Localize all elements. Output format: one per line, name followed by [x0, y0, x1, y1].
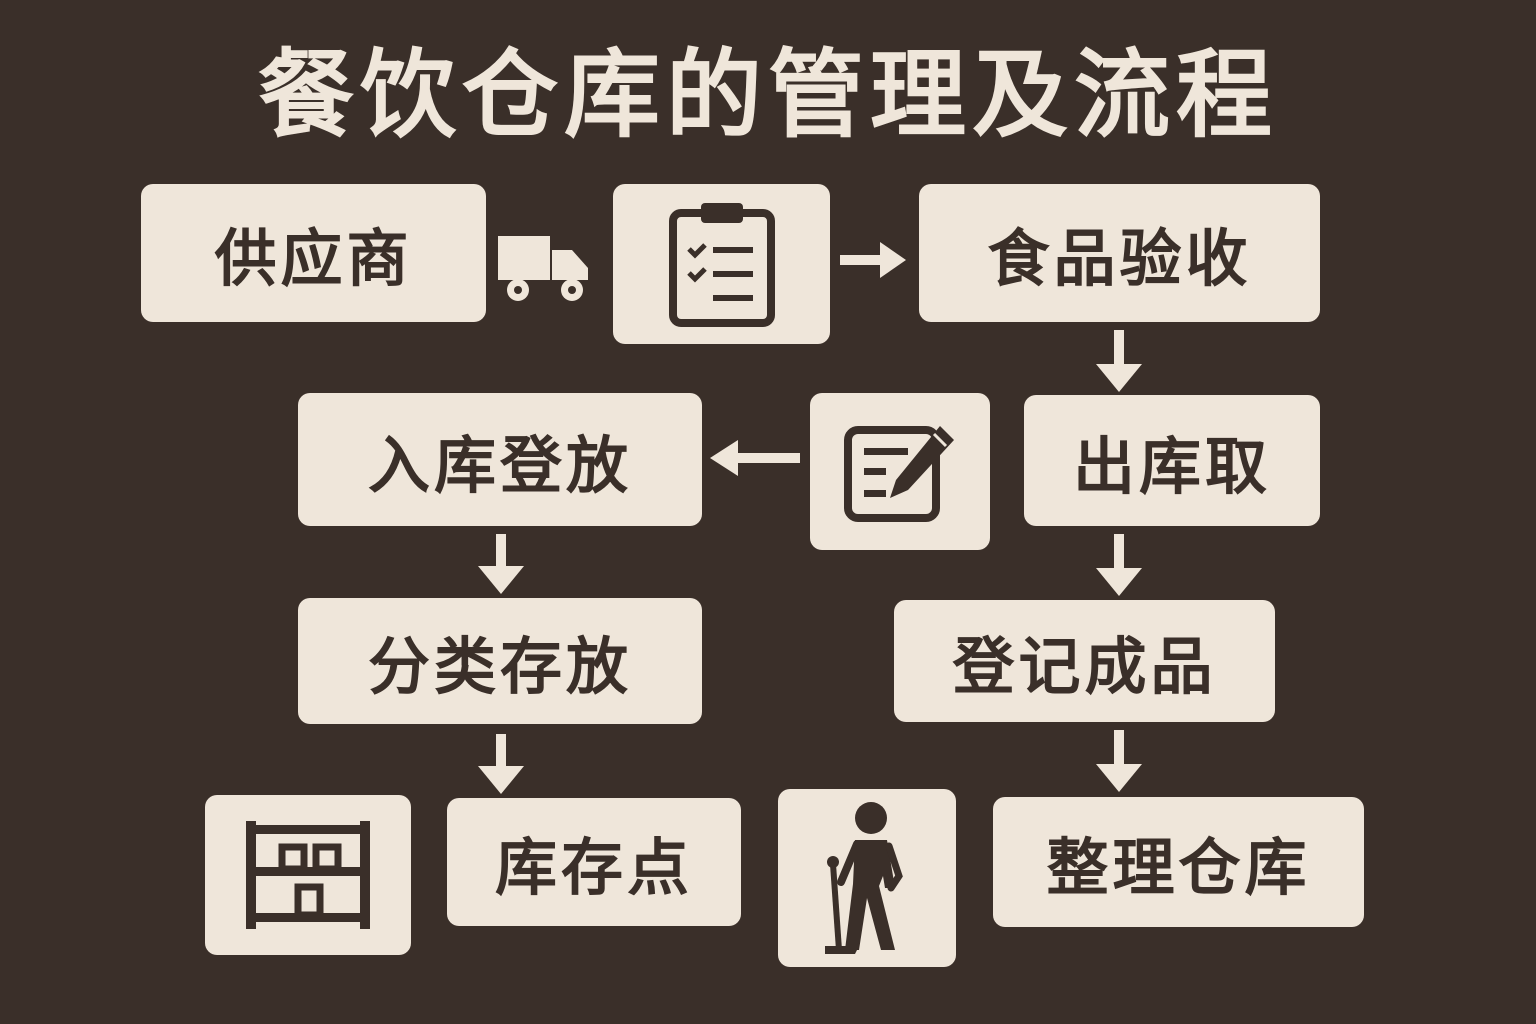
- cleaner-icon-box: [778, 789, 956, 967]
- node-dispatch: 出库取: [1024, 395, 1320, 526]
- shelf-icon: [242, 821, 374, 929]
- truck-icon: [494, 228, 596, 304]
- arrow-register-to-organize: [1094, 730, 1144, 794]
- clipboard-checklist-icon: [667, 201, 777, 327]
- person-mopping-icon: [819, 800, 915, 956]
- node-supplier: 供应商: [141, 184, 486, 322]
- arrow-dispatch-to-register: [1094, 534, 1144, 598]
- clipboard-icon-box: [613, 184, 830, 344]
- node-classify: 分类存放: [298, 598, 702, 724]
- arrow-storage-entry-to-classify: [476, 534, 526, 596]
- node-stock-point: 库存点: [447, 798, 741, 926]
- node-storage-entry-label: 入库登放: [367, 428, 632, 502]
- node-stock-point-label: 库存点: [494, 831, 693, 904]
- node-organize-label: 整理仓库: [1046, 831, 1311, 904]
- node-supplier-label: 供应商: [214, 222, 413, 295]
- arrow-inspection-to-dispatch: [1094, 330, 1144, 394]
- diagram-title: 餐饮仓库的管理及流程: [258, 39, 1278, 151]
- arrow-classify-to-stock-point: [476, 734, 526, 796]
- arrow-clipboard-to-inspection: [840, 238, 910, 282]
- node-inspection-label: 食品验收: [987, 222, 1252, 295]
- node-inspection: 食品验收: [919, 184, 1320, 322]
- node-storage-entry: 入库登放: [298, 393, 702, 526]
- shelf-icon-box: [205, 795, 411, 955]
- edit-icon-box: [810, 393, 990, 550]
- node-dispatch-label: 出库取: [1072, 429, 1271, 503]
- edit-note-icon: [842, 420, 958, 524]
- node-register-label: 登记成品: [952, 630, 1217, 703]
- node-register: 登记成品: [894, 600, 1275, 722]
- arrow-edit-to-storage-entry: [708, 436, 802, 480]
- node-organize: 整理仓库: [993, 797, 1364, 927]
- node-classify-label: 分类存放: [367, 630, 632, 703]
